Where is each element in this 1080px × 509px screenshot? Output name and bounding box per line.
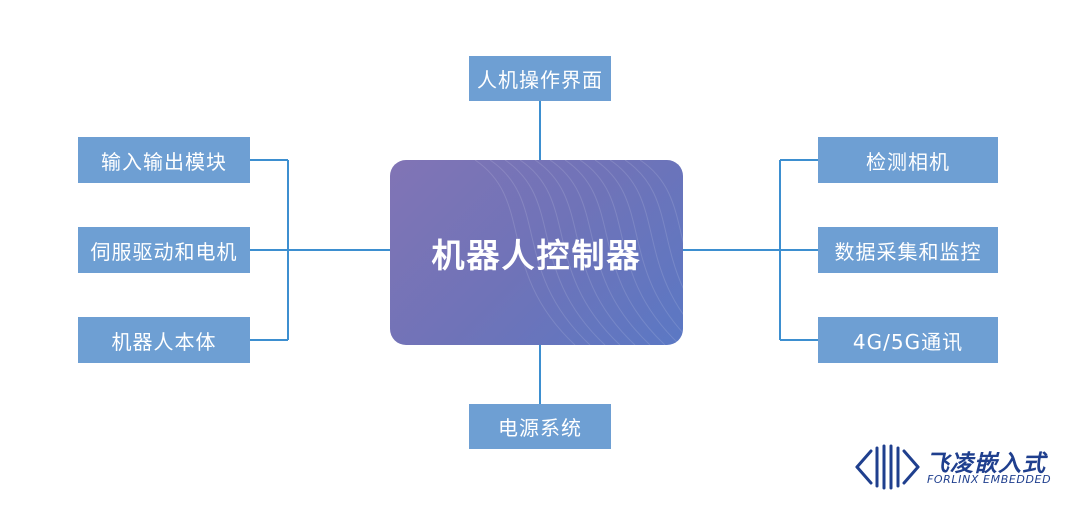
data-acquisition-box: 数据采集和监控: [818, 227, 998, 273]
io-module-box: 输入输出模块: [78, 137, 250, 183]
camera-box: 检测相机: [818, 137, 998, 183]
forlinx-logo: 飞凌嵌入式 FORLINX EMBEDDED: [853, 442, 1063, 492]
wave-pattern: [474, 160, 683, 345]
forlinx-logo-icon: [855, 444, 920, 490]
hmi-box: 人机操作界面: [469, 56, 611, 101]
logo-text-en: FORLINX EMBEDDED: [927, 473, 1052, 486]
robot-body-box: 机器人本体: [78, 317, 250, 363]
communication-box: 4G/5G通讯: [818, 317, 998, 363]
robot-controller-node: 机器人控制器: [390, 160, 683, 345]
servo-motor-box: 伺服驱动和电机: [78, 227, 250, 273]
power-system-box: 电源系统: [469, 404, 611, 449]
center-title: 机器人控制器: [431, 235, 642, 275]
logo-text-cn: 飞凌嵌入式: [926, 451, 1046, 477]
